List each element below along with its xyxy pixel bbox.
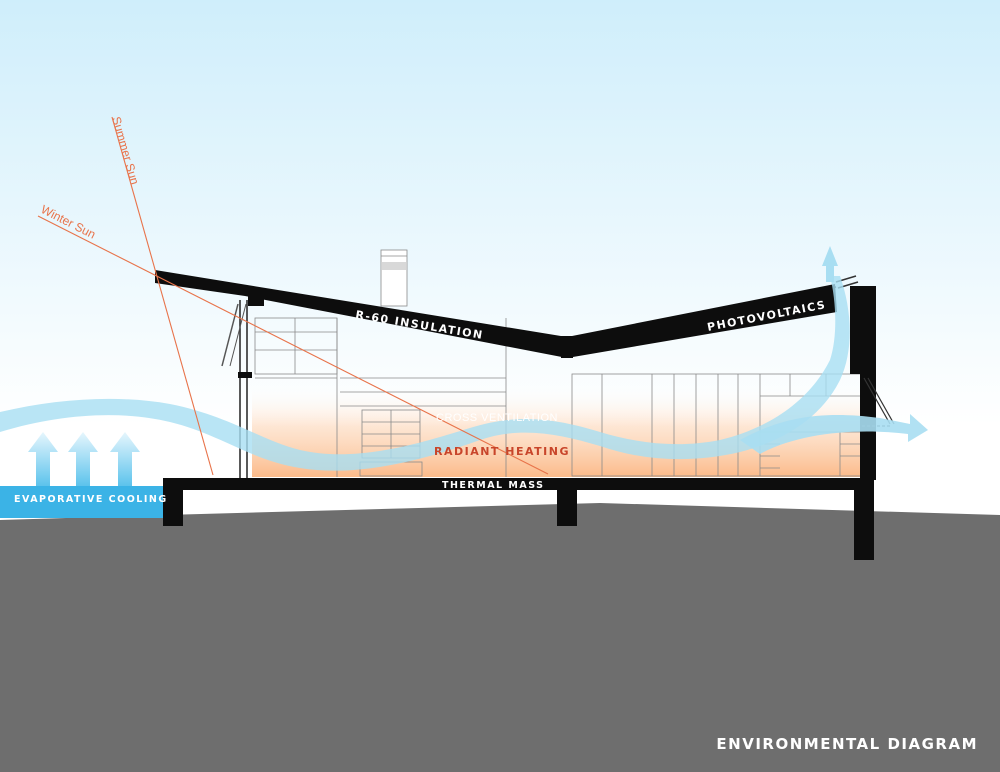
cross-ventilation-flow — [0, 276, 850, 471]
evaporative-cooling-pool — [0, 486, 165, 518]
cross-ventilation-label: CROSS VENTILATION — [436, 412, 558, 424]
sun-lines — [37, 116, 549, 476]
up-arrow-icon — [68, 432, 98, 486]
left-roof — [155, 270, 567, 358]
evaporative-arrows — [28, 432, 140, 486]
radiant-heating-label: RADIANT HEATING — [434, 445, 570, 458]
up-arrow-icon — [28, 432, 58, 486]
evaporative-cooling-label: EVAPORATIVE COOLING — [14, 494, 168, 505]
right-parapet — [850, 286, 876, 374]
diagram-title: ENVIRONMENTAL DIAGRAM — [716, 735, 978, 753]
right-window — [862, 377, 895, 427]
left-footing — [163, 478, 183, 526]
winter-sun-line — [37, 215, 549, 475]
floor-slab — [163, 478, 866, 490]
ground — [0, 503, 1000, 772]
cross-ventilation-exit — [740, 414, 928, 454]
summer-sun-line — [111, 116, 214, 476]
right-footing — [854, 480, 874, 560]
up-arrow-icon — [110, 432, 140, 486]
thermal-mass-label: THERMAL MASS — [442, 480, 544, 491]
right-roof — [567, 284, 837, 358]
vent-arrow-icon — [822, 246, 838, 282]
center-footing — [557, 488, 577, 526]
chimney — [380, 249, 408, 307]
